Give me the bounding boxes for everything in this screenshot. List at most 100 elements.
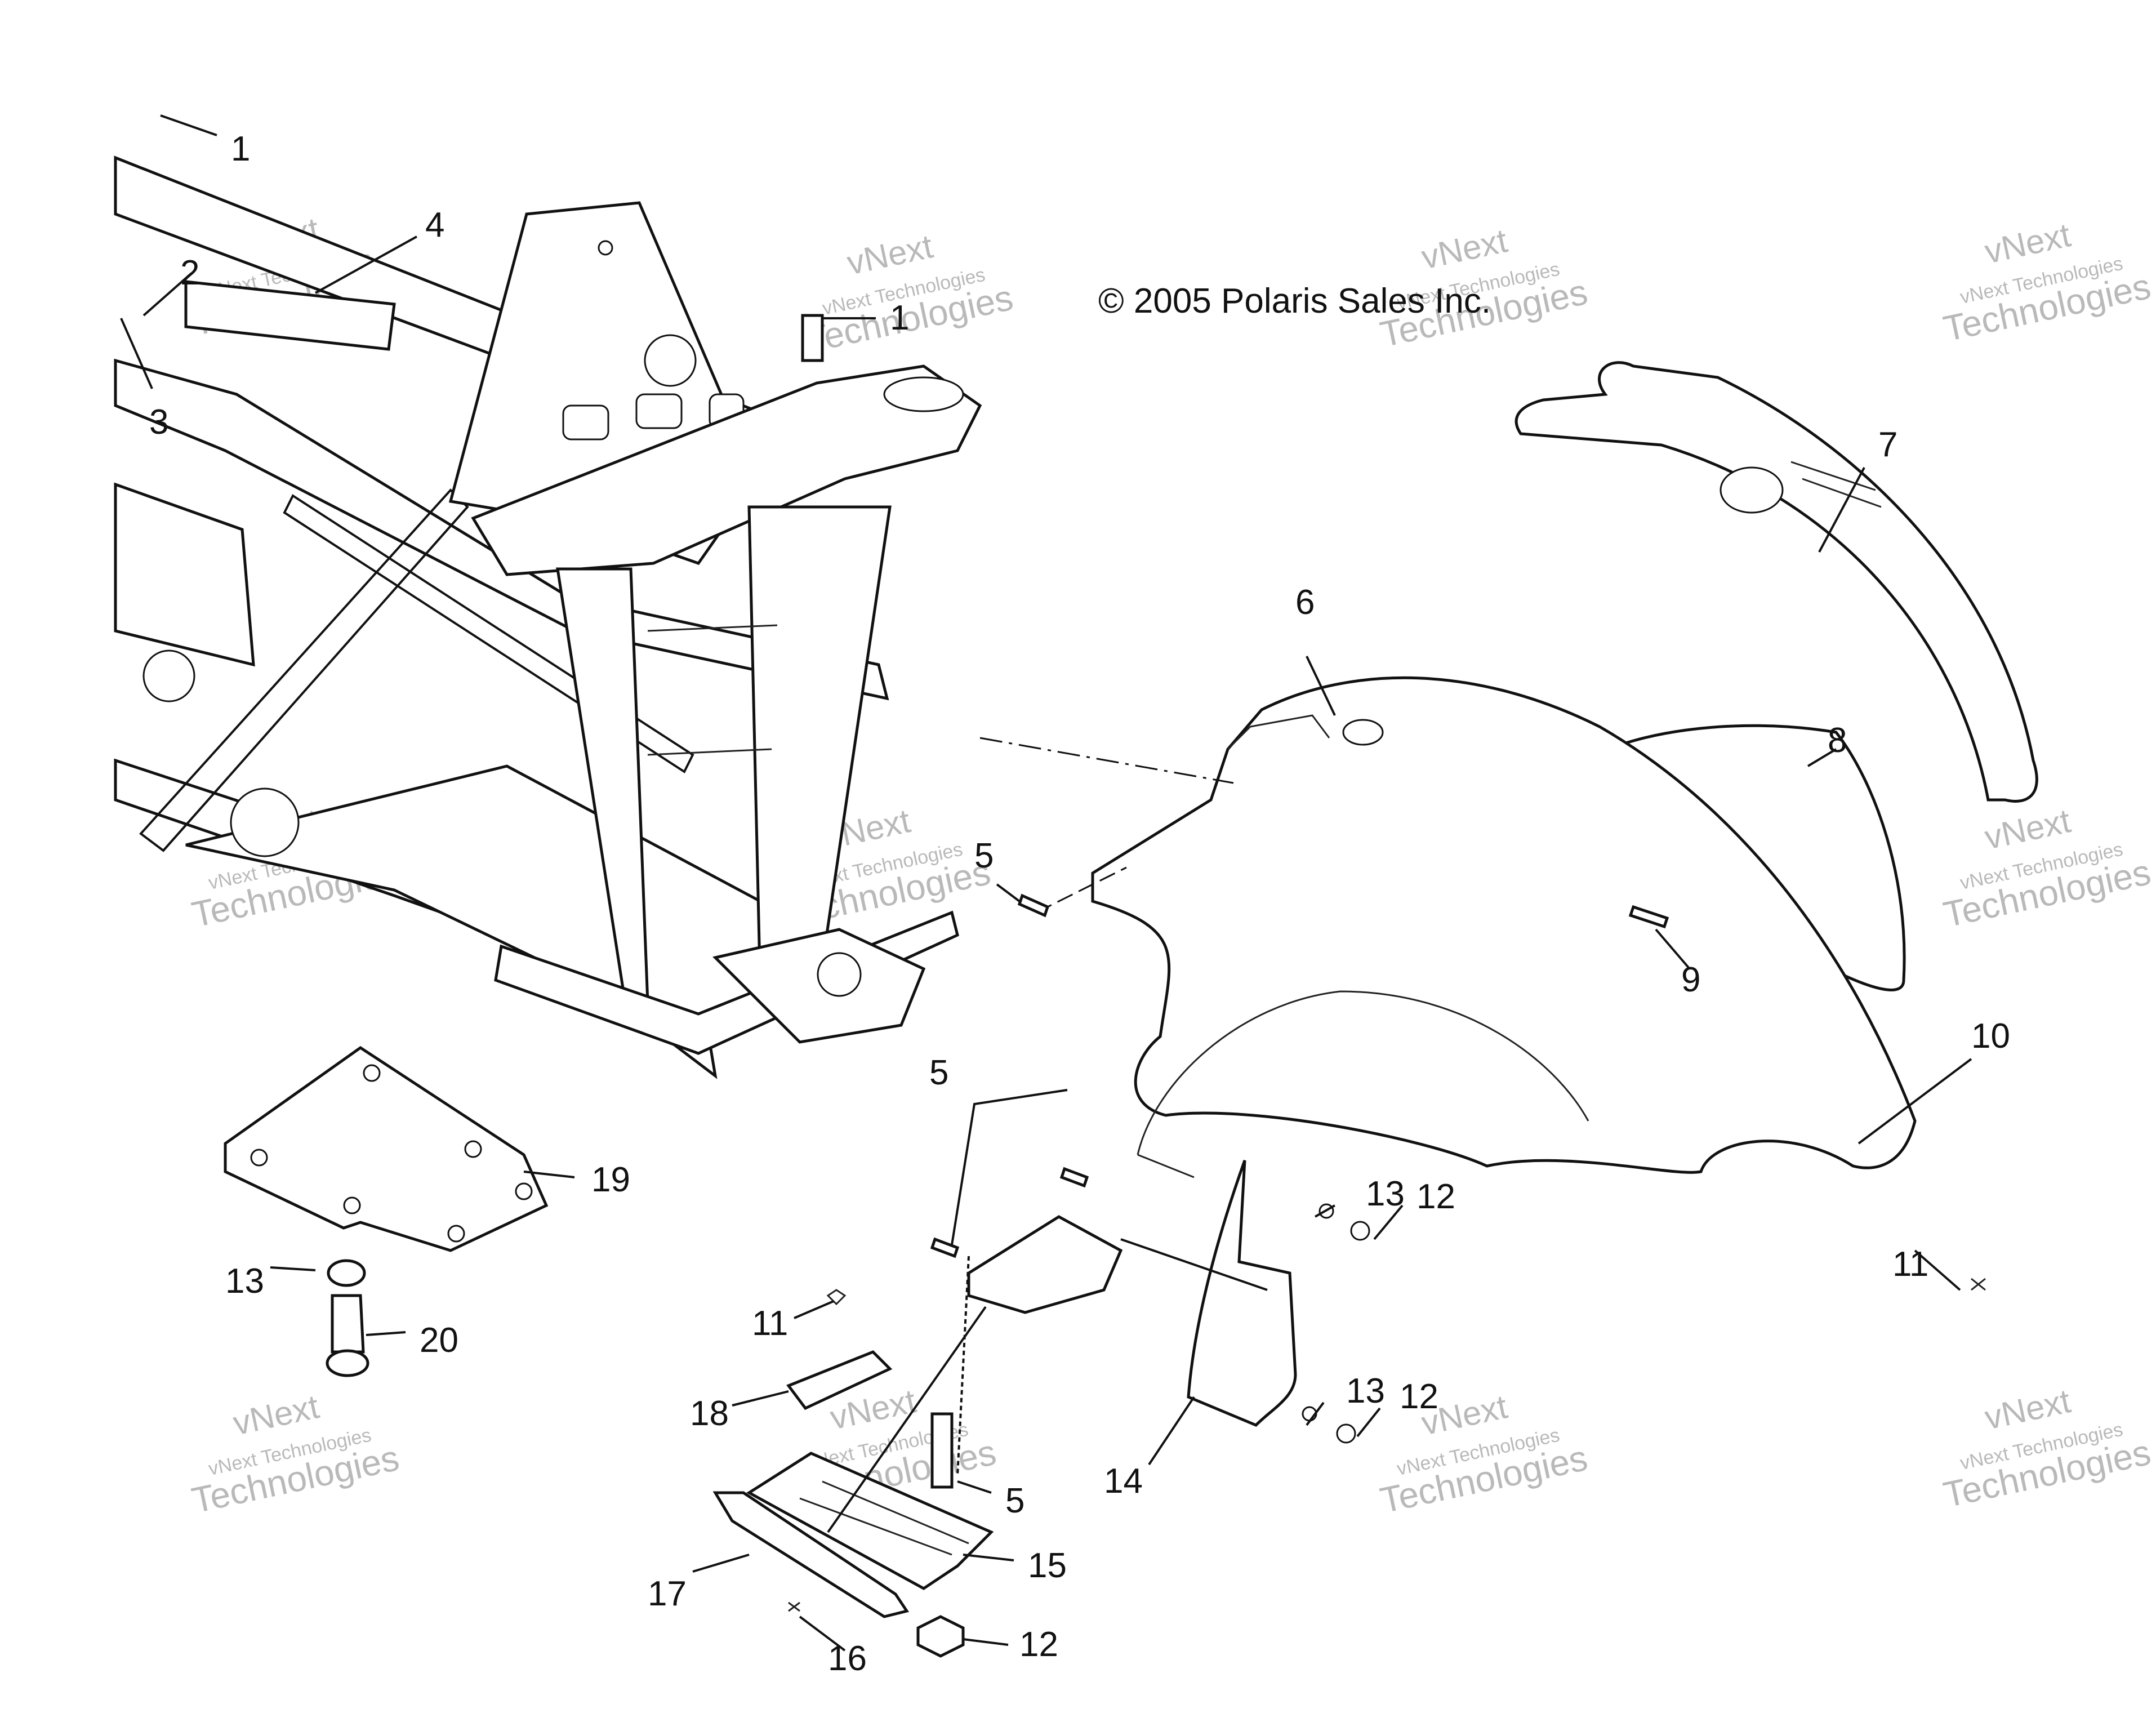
watermark-vnext: vNext [1981,1382,2074,1436]
leader-12-lower [1356,1407,1381,1438]
leader-17 [692,1554,750,1573]
part-6-wheel-arch [1137,990,1589,1178]
part-19-skid-plate [224,1045,549,1252]
callout-17: 17 [648,1574,687,1613]
leader-bracket-to-flap [1120,1238,1268,1291]
callout-6: 6 [1295,583,1315,622]
callout-12: 12 [1400,1377,1438,1416]
frame-bottom-crossmember [494,910,959,1055]
part-15-ribs [799,1480,969,1556]
callout-15: 15 [1028,1546,1067,1585]
callout-13: 13 [1346,1372,1385,1410]
frame-slot [562,404,609,440]
callout-7: 7 [1878,425,1897,464]
callout-labels: 1 2 3 4 1 5 6 7 8 9 10 5 13 12 11 19 13 … [149,130,2010,1678]
callout-9: 9 [1681,960,1700,999]
frame-front-bracket [712,928,926,1044]
leader-15 [963,1554,1014,1561]
part-19-hole [363,1064,381,1082]
callout-13: 13 [225,1262,264,1301]
leader-11-right [1914,1249,1961,1291]
callout-13: 13 [1366,1174,1405,1213]
leader-19 [523,1171,575,1178]
callout-12: 12 [1416,1177,1455,1216]
callout-8: 8 [1828,721,1847,760]
leader-7 [1818,467,1865,553]
part-19-hole [464,1140,482,1158]
callout-20: 20 [420,1321,458,1360]
part-18-rack [786,1350,893,1410]
part-6-dash-line [1036,866,1127,914]
part-19-hole [343,1196,361,1214]
part-7-texture [1790,461,1882,508]
frame-middle-rail [114,358,889,701]
frame-hole [598,240,613,256]
part-15-footrest [746,1452,994,1590]
part-17-bumper [712,1491,910,1618]
part-19-hole [250,1149,268,1167]
callout-5: 5 [974,836,994,875]
frame-hole [817,952,862,997]
callout-3: 3 [149,403,168,442]
leader-6 [1306,656,1336,716]
callout-18: 18 [690,1394,729,1433]
frame-slot [635,393,683,429]
callout-11: 11 [752,1304,788,1343]
nut-12-bottom [916,1615,965,1658]
callout-5: 5 [929,1053,948,1092]
rivet-16 [788,1601,800,1612]
frame-hole [644,334,697,387]
part-14-mud-flap [1187,1160,1297,1427]
part-6-centerline [979,737,1234,784]
leader-bracket-to-footrest [827,1306,987,1533]
frame-assembly [114,155,982,1079]
leader-12-upper [1373,1204,1404,1240]
callout-19: 19 [591,1160,630,1199]
leader-20 [366,1331,406,1336]
frame-leg-rungs [647,624,778,756]
copyright-text: © 2005 Polaris Sales Inc. [1098,282,1491,321]
rivet-11-right [1971,1278,1986,1291]
part-20-bolt [331,1294,365,1354]
watermark-vnext: vNext [1981,216,2074,270]
screw-5-upper [1017,893,1050,918]
callout-5: 5 [1005,1481,1024,1520]
part-7-fender-cover [1514,361,2038,803]
leader-1-left [160,114,217,136]
fasteners [788,893,1986,1658]
frame-diagonal-brace [139,488,469,852]
mounting-bracket [967,1215,1123,1314]
nut-12-lower [1336,1423,1356,1444]
screw-5-low [930,1237,960,1258]
leader-2 [142,272,193,317]
part-7-cap-hole [1720,466,1784,514]
part-6-front-fender [1091,676,1917,1174]
callout-1: 1 [231,130,250,168]
frame-hole [230,787,300,857]
frame-front-leg-right [747,505,892,1004]
watermark-vnext: vNext [1418,221,1511,276]
watermark-vnext: vNext [844,227,936,282]
screw-5-mid [1059,1167,1089,1188]
leader-4 [315,235,417,294]
callout-4: 4 [425,206,444,244]
callout-2: 2 [180,253,199,292]
leader-lines [120,114,1972,1652]
frame-rear-crossmember [114,482,255,667]
leader-10 [1857,1058,1972,1145]
leader-13-lower [1306,1401,1325,1426]
part-20-bolt-head [326,1349,369,1377]
frame-rear-bracket [184,280,396,351]
leader-connector [956,1256,970,1476]
callout-16: 16 [828,1639,867,1678]
leader-8 [1807,748,1837,767]
leader-9 [1655,928,1691,970]
watermark-vnext: vNext [1981,802,2074,856]
watermark-vnext: vNext [230,1387,322,1442]
bracket-part-1 [801,314,824,362]
leader-5-mid [951,1089,1068,1245]
part-19-hole [515,1182,533,1200]
leader-5-top [996,883,1021,902]
callout-14: 14 [1104,1462,1143,1501]
callout-10: 10 [1971,1017,2010,1056]
